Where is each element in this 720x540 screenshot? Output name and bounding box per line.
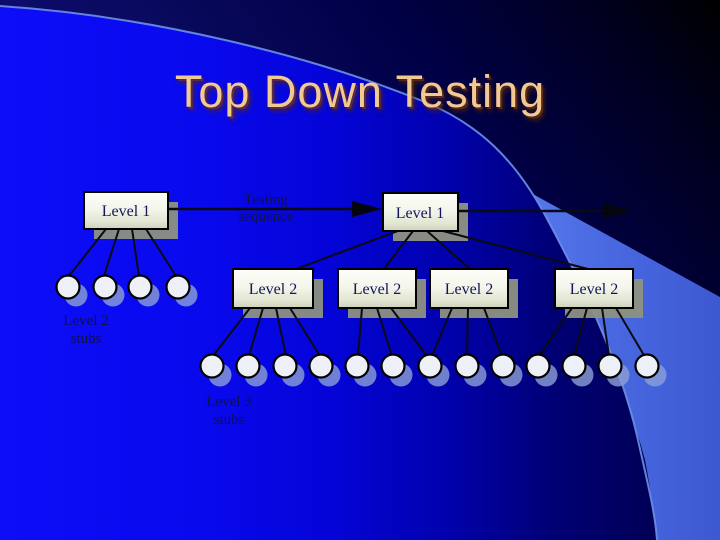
level3-stubs-label-line1: Level 3 bbox=[206, 394, 251, 410]
level3-stub bbox=[634, 353, 660, 379]
level1-left-box bbox=[83, 191, 169, 230]
level2-label-1: Level 2 bbox=[249, 281, 297, 298]
level2-stub bbox=[55, 274, 81, 300]
level2-stubs-label-line2: stubs bbox=[71, 331, 102, 347]
testing-sequence-label-line2: sequence bbox=[239, 209, 294, 225]
module-boxes bbox=[83, 191, 634, 309]
arrow-head-1 bbox=[352, 201, 382, 217]
background-arc-line bbox=[0, 5, 658, 540]
level2-label-2: Level 2 bbox=[353, 281, 401, 298]
level2-box-1 bbox=[232, 268, 314, 309]
level3-stub bbox=[597, 353, 623, 379]
level3-stub bbox=[272, 353, 298, 379]
level1-left-label: Level 1 bbox=[102, 203, 150, 220]
box-labels: Level 1 Level 1 Level 2 Level 2 Level 2 … bbox=[102, 203, 618, 298]
connector-lines bbox=[68, 228, 646, 358]
level3-stub bbox=[235, 353, 261, 379]
level3-stub bbox=[454, 353, 480, 379]
level3-stub bbox=[199, 353, 225, 379]
level3-stub bbox=[417, 353, 443, 379]
stub-circles bbox=[55, 274, 660, 379]
level2-box-3 bbox=[429, 268, 509, 309]
level3-stubs-label-line2: stubs bbox=[214, 412, 245, 428]
annotation-labels: Testing sequence Level 2 stubs Level 3 s… bbox=[63, 192, 294, 428]
level1-right-box bbox=[382, 192, 459, 232]
level3-stub bbox=[380, 353, 406, 379]
level3-stub bbox=[525, 353, 551, 379]
background-swoosh bbox=[480, 165, 720, 540]
level2-stub bbox=[127, 274, 153, 300]
level3-stub bbox=[561, 353, 587, 379]
testing-sequence-arrows bbox=[169, 201, 633, 219]
slide-title: Top Down Testing bbox=[174, 66, 546, 117]
level2-stub bbox=[92, 274, 118, 300]
level2-stubs-label-line1: Level 2 bbox=[63, 313, 108, 329]
level2-stub bbox=[165, 274, 191, 300]
level2-box-4 bbox=[554, 268, 634, 309]
level3-stub bbox=[490, 353, 516, 379]
level3-stub bbox=[344, 353, 370, 379]
level3-stub bbox=[308, 353, 334, 379]
testing-sequence-label-line1: Testing bbox=[244, 192, 288, 208]
level2-label-3: Level 2 bbox=[445, 281, 493, 298]
background-blue-circle bbox=[0, 6, 657, 540]
level2-box-2 bbox=[337, 268, 417, 309]
arrow-head-2 bbox=[604, 203, 633, 219]
level2-label-4: Level 2 bbox=[570, 281, 618, 298]
level1-right-label: Level 1 bbox=[396, 205, 444, 222]
